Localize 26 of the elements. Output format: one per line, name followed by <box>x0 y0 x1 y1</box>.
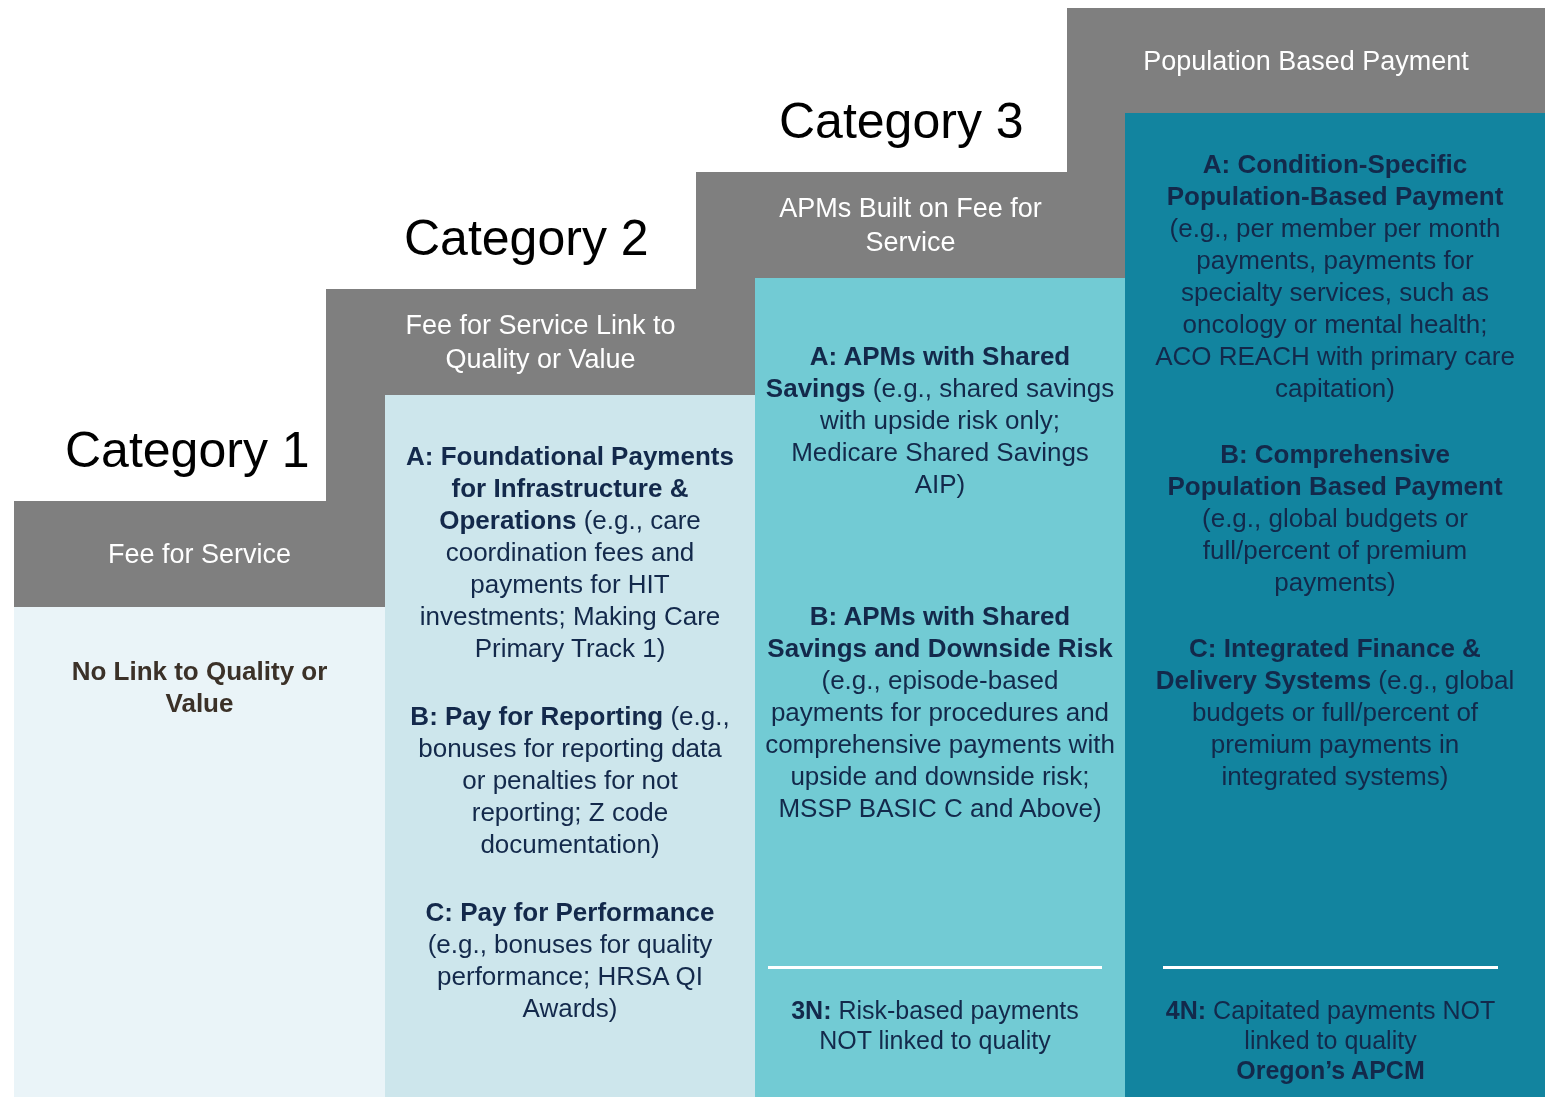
description-text: B: Comprehensive Population Based Payment (e.g., global budgets or full/percent of premium payments) <box>1166 438 1504 598</box>
description-text: A: Condition-Specific Population-Based Payment (e.g., per member per month payments, payments for specialty services, such as oncology or mental health; ACO REACH with primary care capitation) <box>1154 148 1516 404</box>
footnote-panel <box>1163 966 1498 1085</box>
category-title: Category 2 <box>404 209 649 267</box>
column-panel <box>1125 113 1545 1097</box>
description-text: B: Pay for Reporting (e.g., bonuses for reporting data or penalties for not reporting; Z code documentation) <box>409 700 731 860</box>
description-text: C: Integrated Finance & Delivery Systems (e.g., global budgets or full/percent of premium payments in integrated systems) <box>1154 632 1516 792</box>
column-panel <box>14 607 385 1097</box>
category-title: Category 1 <box>65 421 310 479</box>
description-text: A: APMs with Shared Savings (e.g., shared savings with upside risk only; Medicare Shared Savings AIP) <box>765 340 1115 500</box>
footnote-text: 3N: Risk-based payments NOT linked to quality <box>790 995 1080 1055</box>
header-text: Population Based Payment <box>1143 45 1469 78</box>
header-text: Fee for Service Link to Quality or Value <box>404 309 677 376</box>
description-text: A: Foundational Payments for Infrastructure & Operations (e.g., care coordination fees and payments for HIT investments; Making Care Primary Track 1) <box>405 440 735 664</box>
category-title: Category 3 <box>779 92 1024 150</box>
header-text: Fee for Service <box>107 538 292 571</box>
column-panel <box>385 395 755 1097</box>
description-text: C: Pay for Performance (e.g., bonuses for quality performance; HRSA QI Awards) <box>424 896 716 1024</box>
column-panel <box>755 278 1125 1097</box>
description-text: No Link to Quality or Value <box>70 655 329 719</box>
step-header <box>1067 8 1545 114</box>
footnote-panel <box>768 966 1102 1055</box>
description-text: B: APMs with Shared Savings and Downside Risk (e.g., episode-based payments for procedures and comprehensive payments with upside and downside risk; MSSP BASIC C and Above) <box>765 600 1115 824</box>
footnote-text: Oregon’s APCM <box>1236 1055 1425 1085</box>
header-text: APMs Built on Fee for Service <box>778 192 1043 259</box>
footnote-text: 4N: Capitated payments NOT linked to quality <box>1164 995 1497 1055</box>
